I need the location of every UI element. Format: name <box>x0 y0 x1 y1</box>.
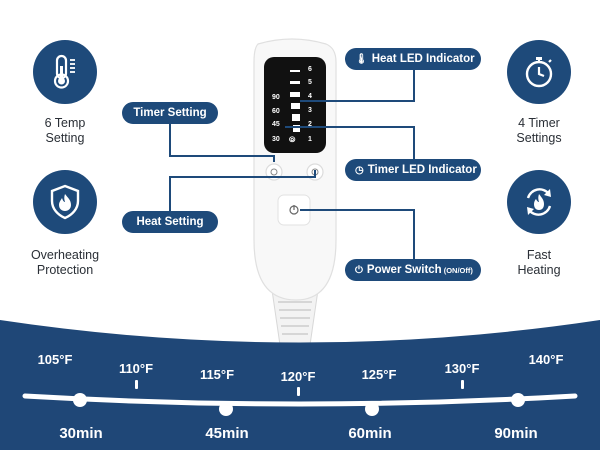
tick-130 <box>460 380 464 389</box>
timer-settings-label: 4 Timer Settings <box>516 116 562 145</box>
heat-led-3: 3 <box>308 107 312 114</box>
shield-flame-icon <box>33 170 97 234</box>
dot-115 <box>219 402 233 416</box>
fast-heating-label: Fast Heating <box>517 248 561 277</box>
temp-110: 110°F <box>118 361 154 376</box>
heat-led-6: 6 <box>308 66 312 73</box>
power-icon: ⏻ <box>355 264 363 276</box>
heat-led-4: 4 <box>308 93 312 100</box>
timer-led-45: 45 <box>272 121 280 128</box>
dot-140 <box>511 393 525 407</box>
timer-60min: 60min <box>348 425 392 442</box>
thermometer-icon <box>33 40 97 104</box>
overheating-protection-label: Overheating Protection <box>30 248 100 277</box>
timer-led-indicator-callout: ◷ Timer LED Indicator <box>345 159 481 181</box>
heat-led-5: 5 <box>308 79 312 86</box>
temp-125: 125°F <box>361 367 397 382</box>
temp-120: 120°F <box>280 369 316 384</box>
clock-small-icon: ◷ <box>355 164 364 176</box>
tick-120 <box>296 387 300 396</box>
timer-setting-callout: Timer Setting <box>122 102 218 124</box>
heat-led-symbol-icon: ⦾ <box>289 135 296 144</box>
temp-140: 140°F <box>528 352 564 367</box>
cycle-flame-icon <box>507 170 571 234</box>
timer-90min: 90min <box>494 425 538 442</box>
temp-setting-label: 6 Temp Setting <box>44 116 86 145</box>
timer-45min: 45min <box>205 425 249 442</box>
heat-led-1: 1 <box>308 136 312 143</box>
tick-110 <box>134 380 138 389</box>
scale-band <box>0 320 600 450</box>
stopwatch-icon <box>507 40 571 104</box>
timer-led-90: 90 <box>272 94 280 101</box>
timer-30min: 30min <box>59 425 103 442</box>
heat-setting-callout: Heat Setting <box>122 211 218 233</box>
timer-led-60: 60 <box>272 108 280 115</box>
temp-130: 130°F <box>444 361 480 376</box>
thermometer-small-icon: 🌡 <box>355 53 368 65</box>
heat-led-indicator-callout: 🌡 Heat LED Indicator <box>345 48 481 70</box>
dot-105 <box>73 393 87 407</box>
power-switch-callout: ⏻ Power Switch (ON/Off) <box>345 259 481 281</box>
temp-105: 105°F <box>37 352 73 367</box>
heat-led-2: 2 <box>308 121 312 128</box>
dot-125 <box>365 402 379 416</box>
timer-led-30: 30 <box>272 136 280 143</box>
temp-115: 115°F <box>199 367 235 382</box>
